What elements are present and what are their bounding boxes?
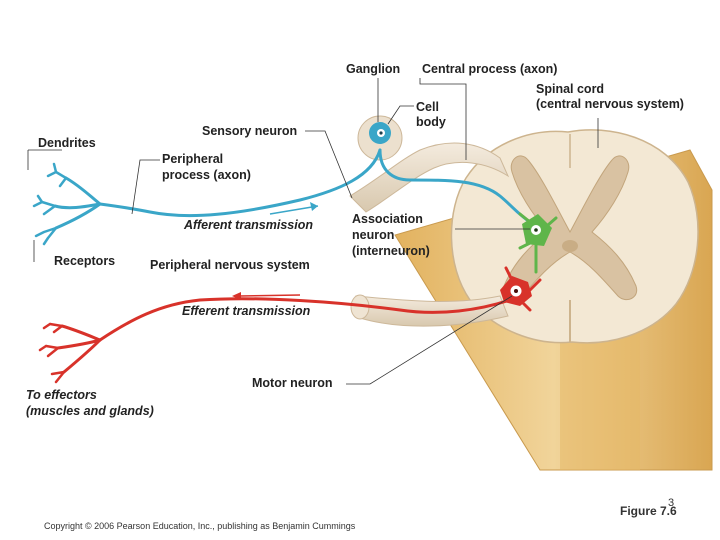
label-association-2: neuron [352, 228, 395, 242]
label-afferent: Afferent transmission [184, 218, 313, 232]
label-central-process: Central process (axon) [422, 62, 558, 76]
leader-lines [27, 78, 599, 385]
label-sensory-neuron: Sensory neuron [202, 124, 298, 138]
efferent-arrow [239, 294, 301, 297]
label-association-1: Association [352, 212, 423, 226]
dorsal-root-sheath [349, 142, 510, 213]
interneuron [518, 212, 558, 274]
label-effectors-2: (muscles and glands) [26, 404, 154, 418]
page-number: 3 [668, 497, 675, 509]
label-cell-body-2: body [416, 115, 446, 129]
label-pns: Peripheral nervous system [150, 258, 310, 272]
label-association-3: (interneuron) [352, 244, 430, 258]
afferent-arrowhead [310, 202, 318, 211]
central-canal [562, 240, 578, 252]
label-spinal-cord-1: Spinal cord [536, 82, 605, 96]
label-spinal-cord-2: (central nervous system) [536, 97, 684, 111]
label-cell-body-1: Cell [416, 100, 439, 114]
figure-caption: Figure 7.6 [620, 504, 677, 518]
label-motor-neuron: Motor neuron [252, 376, 333, 390]
sensory-neuron [32, 148, 532, 246]
label-dendrites: Dendrites [38, 136, 96, 150]
label-peripheral-process-2: process (axon) [162, 168, 251, 182]
label-peripheral-process-1: Peripheral [162, 152, 224, 166]
label-efferent: Efferent transmission [182, 304, 311, 318]
label-effectors-1: To effectors [26, 388, 97, 402]
label-receptors: Receptors [54, 254, 116, 268]
efferent-arrowhead [232, 292, 241, 300]
copyright-notice: Copyright © 2006 Pearson Education, Inc.… [44, 521, 356, 531]
label-ganglion: Ganglion [346, 62, 401, 76]
afferent-arrow [269, 205, 319, 215]
spinal-cord-side [560, 330, 640, 470]
